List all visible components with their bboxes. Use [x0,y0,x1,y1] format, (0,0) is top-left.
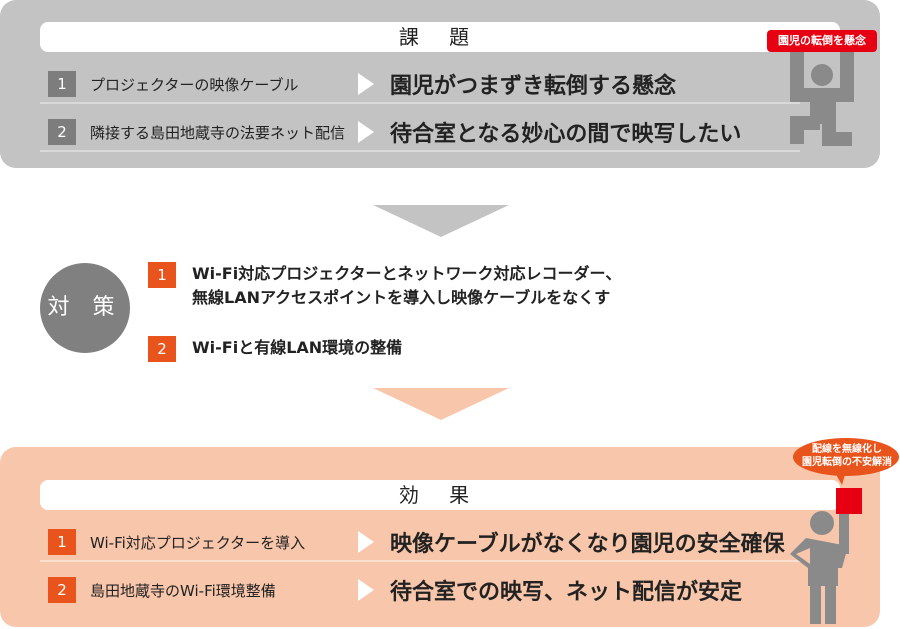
arrow-right-icon [358,73,374,95]
speech-bubble [793,438,899,485]
effect-row: 2 島田地蔵寺のWi-Fi環境整備 待合室での映写、ネット配信が安定 [40,571,800,609]
effects-title: 効 果 [40,480,840,510]
measure-item: 2 Wi-Fiと有線LAN環境の整備 [148,336,402,362]
arrow-down-icon [373,205,509,237]
measure-text: Wi-Fiと有線LAN環境の整備 [192,338,403,357]
arrow-right-icon [358,531,374,553]
falling-person-icon [790,50,854,146]
issue-number: 2 [48,119,76,145]
issues-panel: 課 題 1 プロジェクターの映像ケーブル 園児がつまずき転倒する懸念 2 隣接す… [0,0,880,168]
effect-bubble: 配線を無線化し 園児転倒の不安解消 [795,443,899,469]
issue-label: プロジェクターの映像ケーブル [90,75,299,94]
effect-result: 映像ケーブルがなくなり園児の安全確保 [390,532,785,557]
measure-number: 1 [148,262,176,288]
effect-number: 2 [48,577,76,603]
effects-panel: 効 果 1 Wi-Fi対応プロジェクターを導入 映像ケーブルがなくなり園児の安全… [0,447,880,627]
measure-text: Wi-Fi対応プロジェクターとネットワーク対応レコーダー、 [192,264,622,283]
measure-item: 1 Wi-Fi対応プロジェクターとネットワーク対応レコーダー、無線LANアクセス… [148,262,621,310]
person-raising-hand-icon [790,488,862,624]
arrow-right-icon [358,579,374,601]
issue-label: 隣接する島田地蔵寺の法要ネット配信 [90,123,346,142]
bubble-text: 園児転倒の不安解消 [802,457,892,468]
arrow-down-icon [373,388,509,420]
issue-number: 1 [48,71,76,97]
issue-result: 園児がつまずき転倒する懸念 [390,74,677,99]
issue-result: 待合室となる妙心の間で映写したい [390,122,742,147]
issue-row: 2 隣接する島田地蔵寺の法要ネット配信 待合室となる妙心の間で映写したい [40,114,800,152]
bubble-text: 配線を無線化し [812,444,882,455]
effect-result: 待合室での映写、ネット配信が安定 [390,580,743,605]
effect-label: Wi-Fi対応プロジェクターを導入 [90,533,306,552]
effect-label: 島田地蔵寺のWi-Fi環境整備 [90,581,276,600]
issues-title: 課 題 [40,22,840,52]
measure-number: 2 [148,336,176,362]
issue-badge: 園児の転倒を懸念 [767,30,877,52]
arrow-right-icon [358,121,374,143]
measure-text: 無線LANアクセスポイントを導入し映像ケーブルをなくす [192,288,611,307]
effect-row: 1 Wi-Fi対応プロジェクターを導入 映像ケーブルがなくなり園児の安全確保 [40,524,800,562]
effect-number: 1 [48,529,76,555]
measures-title: 対 策 [40,263,130,353]
issue-row: 1 プロジェクターの映像ケーブル 園児がつまずき転倒する懸念 [40,66,800,104]
